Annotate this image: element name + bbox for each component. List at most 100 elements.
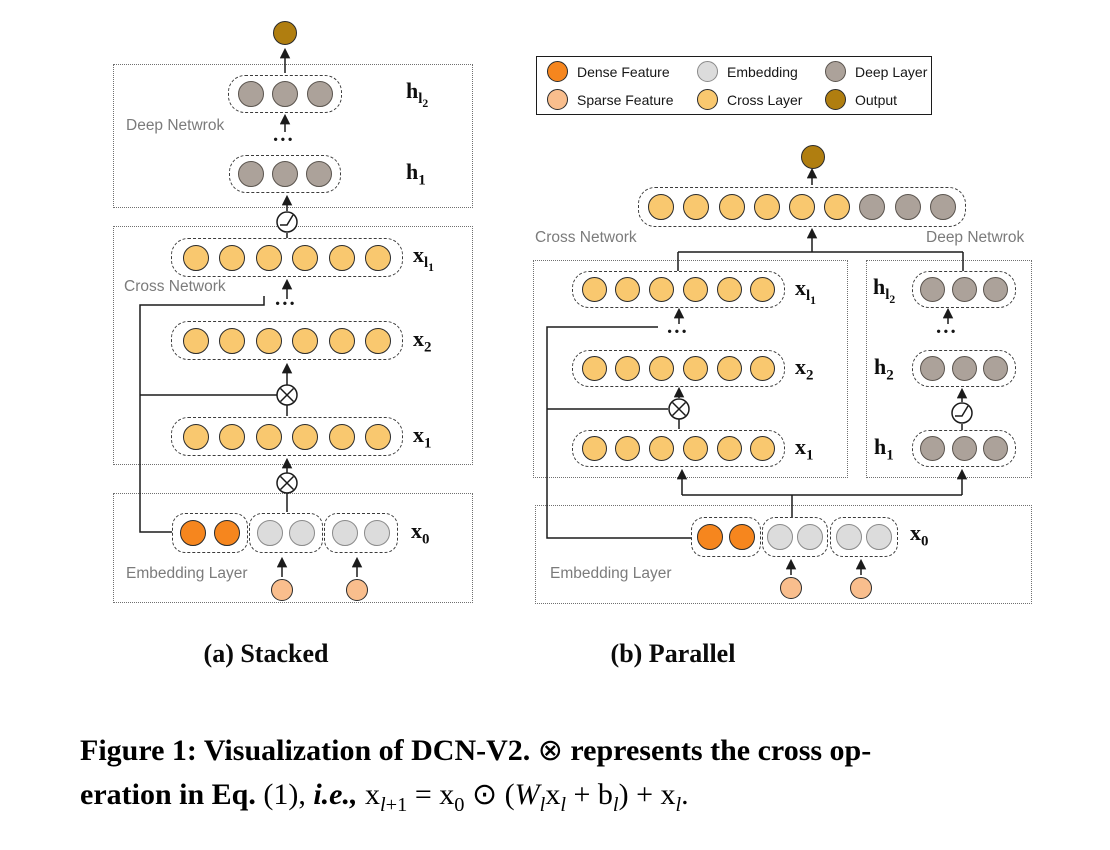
cross-node (328, 423, 355, 450)
cross-node (182, 244, 209, 271)
cross-node (683, 194, 710, 220)
x0-dense-group-a (172, 513, 248, 553)
layer-row-h-1-b (912, 430, 1016, 467)
sparse-node (346, 579, 368, 601)
deep-node (919, 356, 945, 381)
legend-label: Deep Layer (855, 63, 928, 80)
dense-node (697, 524, 724, 550)
layer-row-x-2-b (572, 350, 785, 387)
deep-node (859, 194, 886, 220)
sparse-node (850, 577, 872, 599)
sparse-node (271, 579, 293, 601)
cross-node (292, 423, 319, 450)
label-x-1-a: x1 (413, 422, 432, 452)
deep-node (238, 161, 264, 187)
cross-node (750, 356, 776, 381)
cross-node (365, 423, 392, 450)
cross-node (182, 327, 209, 354)
output-node-b (801, 145, 825, 174)
cross-network-label-a: Cross Network (124, 278, 226, 295)
cross-node (649, 436, 675, 461)
layer-row-x-l1-a (171, 238, 403, 277)
concat-row-b (638, 187, 966, 227)
label-h-1-a: h1 (406, 159, 426, 189)
cross-node (581, 356, 607, 381)
cross-node (328, 327, 355, 354)
label-h-1-b: h1 (874, 434, 894, 464)
output-node (801, 145, 825, 169)
deep-node (237, 81, 264, 107)
output-node-a (273, 21, 297, 50)
label-h-l2-b: hl2 (873, 274, 896, 307)
x0-embedding-group1-b (762, 517, 828, 557)
embedding-node (364, 520, 391, 546)
label-x-2-a: x2 (413, 326, 432, 356)
legend-item: Sparse Feature (547, 89, 697, 110)
dense-node (180, 520, 207, 546)
ellipsis-deep-a: ... (273, 122, 295, 146)
deep-network-label-a: Deep Netwrok (126, 117, 225, 134)
dense-node (213, 520, 240, 546)
layer-row-h-l2-b (912, 271, 1016, 308)
cross-node (615, 356, 641, 381)
legend-label: Output (855, 91, 898, 108)
cross-node (219, 423, 246, 450)
layer-row-h-2-b (912, 350, 1016, 387)
layer-row-x-1-a (171, 417, 403, 456)
cross-node (365, 244, 392, 271)
x0-embedding-group2-a (324, 513, 398, 553)
deep-node (272, 161, 298, 187)
embedding-box-b (535, 505, 1032, 604)
x0-embedding-group2-b (830, 517, 898, 557)
figure-caption: Figure 1: Visualization of DCN-V2. ⊗ rep… (80, 729, 1060, 817)
deep-network-box-b (866, 260, 1032, 478)
label-x-1-b: x1 (795, 434, 814, 464)
sparse-feature-node-b2 (850, 577, 872, 604)
layer-row-x-l1-b (572, 271, 785, 308)
cross-node (615, 436, 641, 461)
deep-node (306, 81, 333, 107)
legend-label: Dense Feature (577, 63, 670, 80)
cross-node (292, 244, 319, 271)
deep-node (951, 356, 977, 381)
legend-item: Deep Layer (825, 61, 928, 82)
cross-node (682, 436, 708, 461)
cross-node (328, 244, 355, 271)
deep-node (306, 161, 332, 187)
cross-node (292, 327, 319, 354)
output-node (273, 21, 297, 45)
embedding-node (331, 520, 358, 546)
cross-node (255, 327, 282, 354)
cross-node (649, 277, 675, 302)
cross-node (753, 194, 780, 220)
layer-row-h-1-a (229, 155, 341, 193)
cross-node (750, 436, 776, 461)
cross-node (255, 244, 282, 271)
x0-dense-group-b (691, 517, 761, 557)
label-x-0-b: x0 (910, 520, 929, 550)
deep-node (951, 277, 977, 302)
legend-label: Embedding (727, 63, 798, 80)
cross-node (716, 436, 742, 461)
label-h-2-b: h2 (874, 354, 894, 384)
cross-node (649, 356, 675, 381)
embedding-node (797, 524, 823, 550)
deep-network-label-b: Deep Netwrok (926, 229, 1025, 246)
embedding-layer-label-a: Embedding Layer (126, 565, 248, 582)
deep-node (894, 194, 921, 220)
embedding-node (767, 524, 793, 550)
sparse-feature-node-b1 (780, 577, 802, 604)
deep-node (983, 277, 1009, 302)
layer-row-x-1-b (572, 430, 785, 467)
cross-node (718, 194, 745, 220)
deep-node (919, 436, 945, 461)
cross-node (581, 436, 607, 461)
embedding-node (256, 520, 283, 546)
layer-row-h-l2-a (228, 75, 342, 113)
cross-node (648, 194, 675, 220)
cross-node (615, 277, 641, 302)
figure-caption-line2: eration in Eq. (1), i.e., xl+1 = x0 ⊙ (W… (80, 778, 689, 816)
ellipsis-deep-b: ... (936, 314, 958, 338)
